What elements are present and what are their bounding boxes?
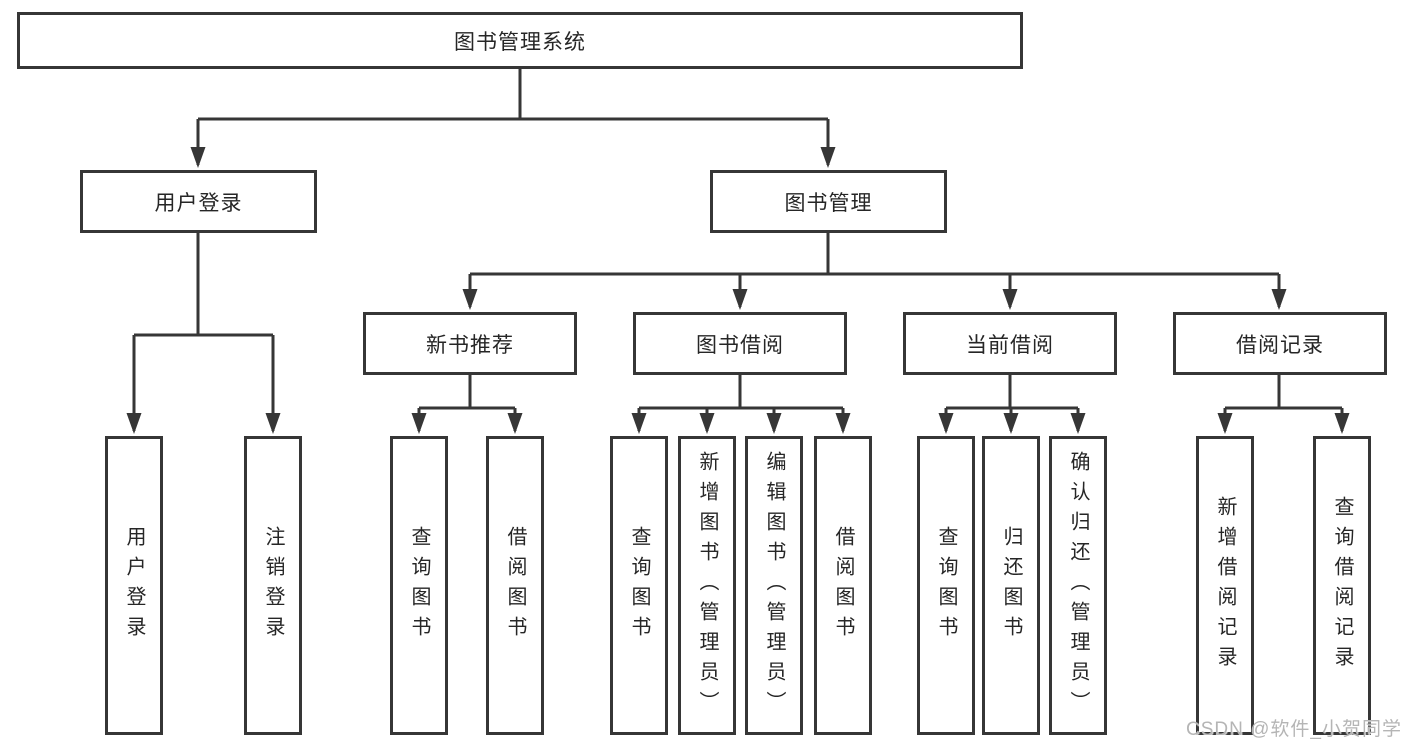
node-user-login-branch: 用户登录 [80, 170, 317, 233]
leaf-query-books-current: 查询图书 [917, 436, 975, 735]
leaf-label: 查询借阅记录 [1331, 495, 1353, 676]
node-new-book-recommendation: 新书推荐 [363, 312, 577, 375]
leaf-label: 编辑图书（管理员） [763, 450, 785, 721]
leaf-label: 用户登录 [123, 525, 145, 646]
leaf-label: 查询图书 [408, 525, 430, 646]
leaf-add-borrow-record: 新增借阅记录 [1196, 436, 1254, 735]
node-book-borrowing: 图书借阅 [633, 312, 847, 375]
leaf-return-books: 归还图书 [982, 436, 1040, 735]
leaf-label: 查询图书 [628, 525, 650, 646]
leaf-edit-books-admin: 编辑图书（管理员） [745, 436, 803, 735]
leaf-label: 查询图书 [935, 525, 957, 646]
leaf-borrow-books: 借阅图书 [814, 436, 872, 735]
node-label: 用户登录 [154, 191, 243, 215]
leaf-add-books-admin: 新增图书（管理员） [678, 436, 736, 735]
leaf-label: 归还图书 [1000, 525, 1022, 646]
leaf-label: 确认归还（管理员） [1067, 450, 1089, 721]
csdn-watermark: CSDN @软件_小贺同学 [1186, 719, 1402, 740]
leaf-user-login: 用户登录 [105, 436, 163, 735]
leaf-query-borrow-record: 查询借阅记录 [1313, 436, 1371, 735]
leaf-query-books-borrow: 查询图书 [610, 436, 668, 735]
node-borrowing-records: 借阅记录 [1173, 312, 1387, 375]
node-library-management-system: 图书管理系统 [17, 12, 1023, 69]
node-label: 图书管理 [784, 191, 873, 215]
node-label: 图书管理系统 [454, 30, 586, 54]
leaf-label: 借阅图书 [832, 525, 854, 646]
node-current-borrowing: 当前借阅 [903, 312, 1117, 375]
leaf-label: 注销登录 [262, 525, 284, 646]
leaf-logout: 注销登录 [244, 436, 302, 735]
leaf-borrow-books-recommend: 借阅图书 [486, 436, 544, 735]
leaf-query-books-recommend: 查询图书 [390, 436, 448, 735]
node-book-management-branch: 图书管理 [710, 170, 947, 233]
leaf-confirm-return-admin: 确认归还（管理员） [1049, 436, 1107, 735]
leaf-label: 新增图书（管理员） [696, 450, 718, 721]
node-label: 图书借阅 [696, 333, 784, 357]
node-label: 借阅记录 [1236, 333, 1324, 357]
leaf-label: 借阅图书 [504, 525, 526, 646]
node-label: 新书推荐 [426, 333, 514, 357]
leaf-label: 新增借阅记录 [1214, 495, 1236, 676]
node-label: 当前借阅 [966, 333, 1054, 357]
